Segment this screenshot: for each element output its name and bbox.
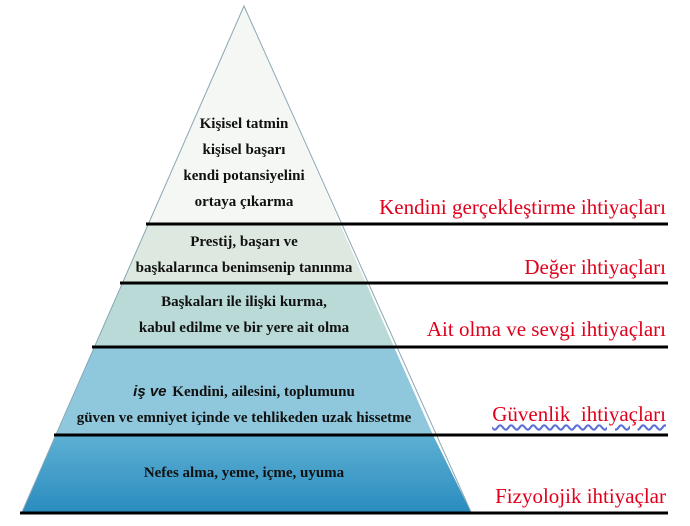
tier-line: kendi potansiyelini (183, 168, 305, 184)
tier-line: Prestij, başarı ve (190, 234, 298, 250)
tier-shape-physiological (22, 435, 471, 512)
tier-text-physiological: Nefes alma, yeme, içme, uyuma (144, 460, 344, 486)
tier-shape-safety (56, 347, 433, 435)
label-belonging: Ait olma ve sevgi ihtiyaçları (426, 317, 666, 341)
tier-line: kabul edilme ve bir yere ait olma (138, 320, 350, 336)
tier-line: başkalarınca benimsenip tanınma (135, 260, 353, 276)
tier-line: Kendini, ailesini, toplumunu (172, 384, 355, 400)
tier-shape-esteem (122, 224, 366, 283)
tier-shape-self-actualization (148, 6, 340, 224)
label-esteem: Değer ihtiyaçları (524, 255, 666, 279)
tier-text-safety: iş ve Kendini, ailesini, toplumunu güven… (77, 379, 412, 431)
tier-line: güven ve emniyet içinde ve tehlikeden uz… (76, 410, 412, 426)
tier-line: Nefes alma, yeme, içme, uyuma (143, 465, 345, 481)
label-self-actualization: Kendini gerçekleştirme ihtiyaçları (379, 195, 666, 219)
label-physiological: Fizyolojik ihtiyaçlar (495, 484, 666, 508)
label-safety: Güvenlik ihtiyaçları (492, 402, 666, 426)
tier-line: Başkaları ile ilişki kurma, (161, 294, 327, 310)
tier-text-belonging: Başkaları ile ilişki kurma, kabul edilme… (139, 289, 349, 341)
tier-text-esteem: Prestij, başarı ve başkalarınca benimsen… (136, 229, 353, 281)
tier-line: kişisel başarı (202, 142, 286, 158)
tier-line: ortaya çıkarma (194, 194, 294, 210)
tier-shape-belonging (94, 283, 394, 347)
tier-prefix: iş ve (133, 383, 167, 400)
tier-line: Kişisel tatmin (199, 116, 289, 132)
tier-text-self-actualization: Kişisel tatmin kişisel başarı kendi pota… (183, 111, 304, 215)
